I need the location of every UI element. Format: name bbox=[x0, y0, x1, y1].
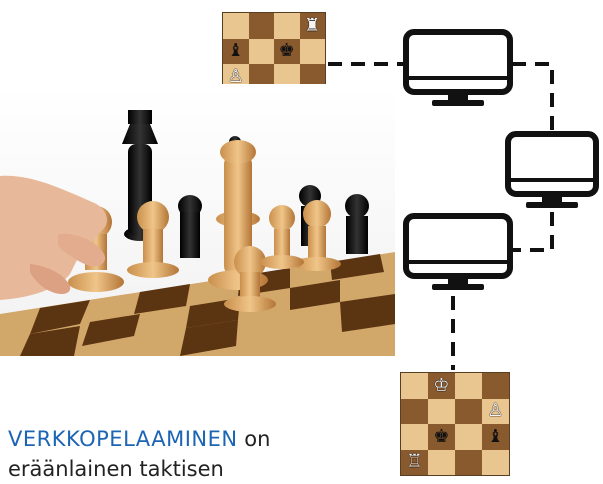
board-square bbox=[299, 38, 325, 64]
chess-piece-icon: ♖ bbox=[406, 451, 423, 473]
board-square bbox=[428, 449, 455, 475]
board-square bbox=[223, 13, 249, 39]
caption-keyword: VERKKOPELAAMINEN bbox=[8, 427, 238, 451]
board-square bbox=[455, 373, 482, 399]
computer-monitor-icon bbox=[403, 29, 513, 106]
caption-text: on bbox=[237, 427, 271, 451]
board-square bbox=[455, 449, 482, 475]
chess-board-bottom: ♔ ♙ ♚ ♝ ♖ bbox=[400, 372, 510, 476]
article-caption: VERKKOPELAAMINEN on eräänlainen taktisen bbox=[8, 424, 338, 484]
caption-line-1: VERKKOPELAAMINEN on bbox=[8, 424, 338, 454]
board-square bbox=[401, 424, 428, 450]
board-square bbox=[455, 424, 482, 450]
chess-piece-icon: ♚ bbox=[433, 425, 450, 447]
board-square bbox=[482, 449, 509, 475]
board-square: ♖ bbox=[401, 449, 428, 475]
board-square: ♝ bbox=[482, 424, 509, 450]
chess-piece-icon: ♝ bbox=[227, 40, 244, 62]
chess-photo bbox=[0, 84, 395, 356]
link-monitor-2-to-monitor-3 bbox=[512, 212, 554, 252]
board-square bbox=[274, 13, 300, 39]
computer-monitor-icon bbox=[505, 131, 599, 208]
board-square: ♙ bbox=[482, 398, 509, 424]
board-square: ♔ bbox=[428, 373, 455, 399]
chess-piece-icon: ♙ bbox=[487, 400, 504, 422]
board-square bbox=[401, 398, 428, 424]
computer-monitor-icon bbox=[403, 213, 513, 290]
link-monitor-1-to-monitor-2 bbox=[512, 62, 554, 132]
board-square: ♚ bbox=[428, 424, 455, 450]
board-square bbox=[401, 373, 428, 399]
board-square bbox=[482, 373, 509, 399]
board-square bbox=[248, 13, 274, 39]
board-square: ♚ bbox=[274, 38, 300, 64]
chess-piece-icon: ♙ bbox=[227, 65, 244, 87]
board-square: ♜ bbox=[299, 13, 325, 39]
board-square: ♝ bbox=[223, 38, 249, 64]
board-square bbox=[248, 38, 274, 64]
caption-line-2: eräänlainen taktisen bbox=[8, 457, 224, 481]
chess-piece-icon: ♔ bbox=[433, 374, 450, 396]
board-square bbox=[455, 398, 482, 424]
chess-piece-icon: ♜ bbox=[304, 14, 321, 36]
chess-piece-icon: ♚ bbox=[278, 40, 295, 62]
chess-piece-icon: ♝ bbox=[487, 425, 504, 447]
board-square bbox=[428, 398, 455, 424]
